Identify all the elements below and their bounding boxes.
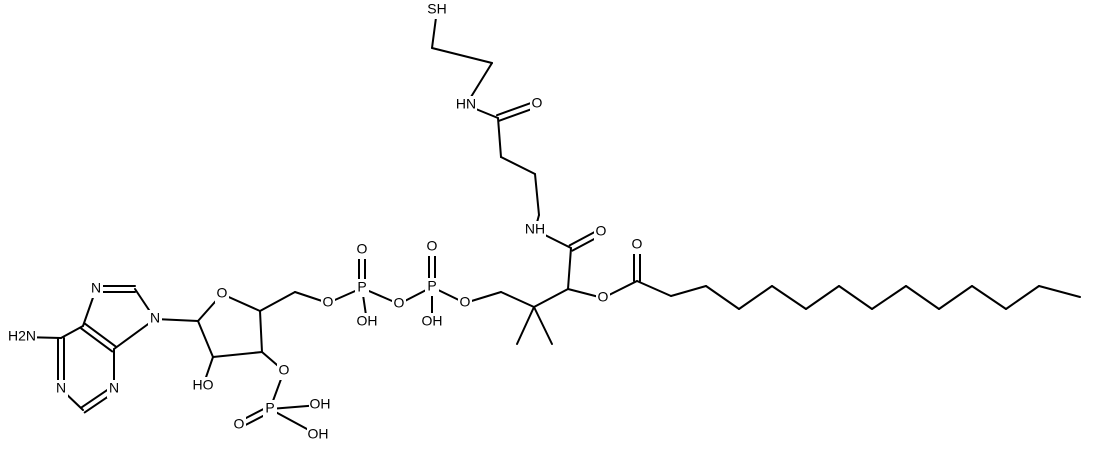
bond-c5-c6 [534,173,540,216]
atom-label-bg-p3_oxo [232,416,246,434]
atom-label-bg-n3 [107,380,121,398]
atom-label-n3: N [109,380,119,396]
atom-label-o_ester: O [598,289,609,305]
bond-cq-me2 [533,306,553,345]
atom-label-bg-p3 [263,400,277,418]
atom-label-bg-o2_oh [192,377,214,395]
atom-label-bg-o3 [277,362,291,380]
bonds-layer [21,9,1081,436]
bond-c8-cq [533,288,569,308]
atom-label-o_bridge: O [394,295,405,311]
atom-label-nh_mid: NH [525,221,545,237]
atom-label-n9: N [150,310,160,326]
atom-label-bg-o5 [321,294,335,312]
bond-c16-c17 [871,285,907,310]
atom-label-bg-nh2 [7,328,37,346]
atom-label-bg-p2_oh [421,313,443,331]
atom-label-bg-p3_oh_b [307,426,329,444]
double-bond-c3-oAmTop-1 [495,100,537,117]
atom-label-o_panto: O [460,294,471,310]
atom-label-o5: O [323,294,334,310]
bond-c20-c21 [1005,285,1040,310]
bond-c5a-c6a [60,325,84,339]
atom-label-p3_oxo: O [234,416,245,432]
atom-label-bg-nh_mid [524,221,546,239]
atom-label-bg-p1_oxo [355,241,369,259]
bond-c7-c8 [567,247,572,290]
bond-c15-c16 [838,285,873,310]
atom-label-bg-o_amide_mid [594,223,608,241]
atom-label-o3: O [279,362,290,378]
bond-c3-c4 [497,117,502,158]
bond-c11-c12 [705,285,740,310]
atom-label-p1_oh: OH [357,313,378,329]
atom-label-p3_oh_b: OH [308,426,329,442]
atom-label-nh2: H2N [8,328,36,344]
bond-c9-c10 [636,280,672,297]
atom-label-bg-p2 [425,278,439,296]
double-bond-c5a-c4a-1 [83,322,117,348]
bond-cq-c23 [500,291,535,308]
bond-c1p-c2p [197,320,214,358]
bond-c17-c18 [905,285,940,310]
bond-c1p-n9 [154,318,199,322]
bond-c12-c13 [738,285,773,310]
atom-label-nh_top: HN [456,96,476,112]
atom-label-bg-o_bridge [392,295,406,313]
atom-label-o2_oh: HO [193,377,214,393]
atom-label-bg-n9 [148,310,162,328]
double-bond-c5a-c4a-0 [80,327,114,353]
bond-c3p-c4p [259,310,263,353]
bond-c10-c11 [670,285,707,297]
atom-label-o_amide_top: O [532,95,543,111]
atom-label-bg-p1_oh [356,313,378,331]
bond-c13-c14 [771,285,807,310]
atom-label-n7: N [91,280,101,296]
atom-label-p1: P [357,279,366,295]
atom-label-bg-p2_oxo [425,238,439,256]
atom-label-bg-nh_top [455,96,477,114]
atom-label-bg-o_panto [458,294,472,312]
atom-labels-layer: SH HN O NH O O O O P O OH O P O OH O O N N N N H2N HO O P OH OH O [7,1,644,444]
atom-label-bg-sh [426,1,448,19]
atom-label-bg-o_ring [215,285,229,303]
bond-c19-c20 [971,285,1007,310]
bond-c21-c22 [1038,285,1081,298]
bond-c4-c5 [500,156,536,175]
atom-label-p1_oxo: O [357,241,368,257]
atom-label-n1: N [56,380,66,396]
atom-label-o_amide_mid: O [596,223,607,239]
bond-c14-c15 [805,285,840,310]
bond-c1-c2 [431,47,493,64]
atom-label-bg-o_ester_carbonyl [630,236,644,254]
bond-c5p-c4p [259,291,296,312]
bond-c2p-c3p [212,351,263,358]
atom-label-o_ester_carbonyl: O [632,236,643,252]
bond-c18-c19 [938,285,973,310]
atom-label-bg-p1 [355,279,369,297]
atom-label-bg-n7 [89,280,103,298]
bond-cq-me1 [516,306,535,345]
atom-label-p2: P [427,278,436,294]
atom-label-bg-o_ester [596,289,610,307]
atom-label-bg-n1 [54,380,68,398]
atom-label-sh: SH [427,1,446,17]
atom-label-bg-o_amide_top [530,95,544,113]
atom-label-p2_oxo: O [427,238,438,254]
atom-label-bg-p3_oh_a [309,396,331,414]
atom-label-o_ring: O [217,285,228,301]
atom-label-p2_oh: OH [422,313,443,329]
atom-label-p3: P [265,400,274,416]
atom-label-p3_oh_a: OH [310,396,331,412]
